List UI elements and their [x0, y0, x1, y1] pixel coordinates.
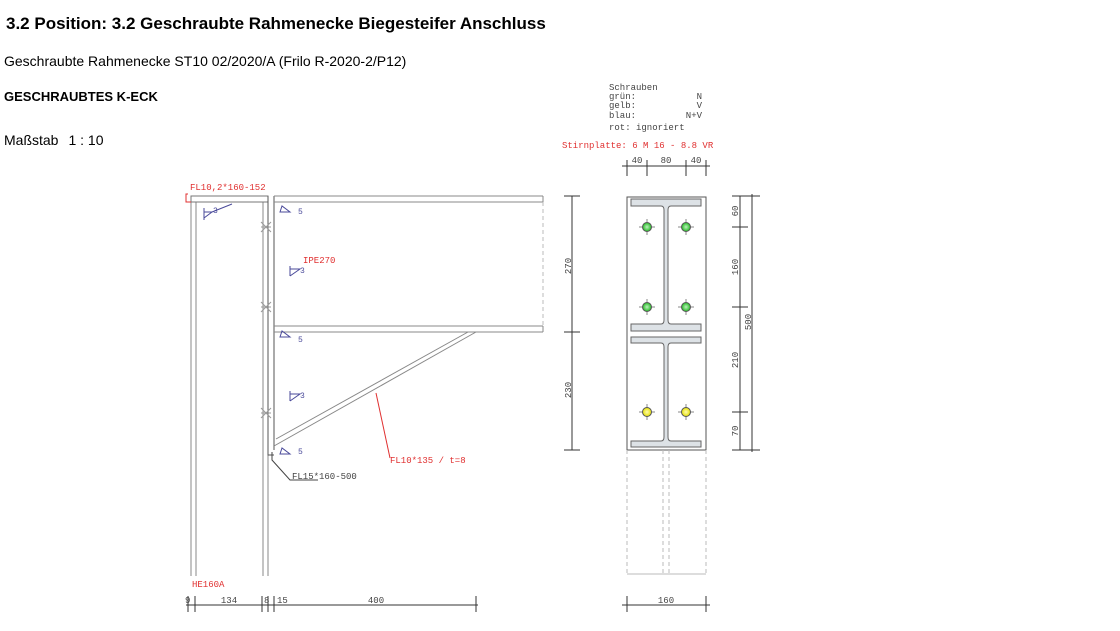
legend-yellow-label: gelb:	[609, 101, 636, 111]
weld-label-top: 3	[213, 207, 218, 216]
weld-label-3b: 3	[300, 392, 305, 401]
bolt-yellow-2	[678, 404, 694, 420]
bolt-green-2	[678, 219, 694, 235]
weld-label-3a: 3	[300, 267, 305, 276]
dim-r-70: 70	[731, 426, 741, 437]
dim-r-160: 160	[731, 259, 741, 275]
top-flange-plate	[190, 195, 269, 203]
section-heading: GESCHRAUBTES K-ECK	[4, 89, 158, 104]
column-he160a	[190, 198, 269, 576]
legend-green-label: grün:	[609, 92, 636, 102]
plate-right-dims	[732, 194, 760, 452]
label-stiffener: FL10*135 / t=8	[390, 456, 466, 466]
label-end-plate: FL15*160-500	[292, 472, 357, 482]
legend-blue-label: blau:	[609, 111, 636, 121]
page-title: 3.2 Position: 3.2 Geschraubte Rahmenecke…	[6, 14, 546, 33]
dim-top-40a: 40	[632, 156, 643, 166]
legend-blue-value: N+V	[686, 111, 703, 121]
dim-r-210: 210	[731, 352, 741, 368]
label-beam: IPE270	[303, 256, 335, 266]
dim-134: 134	[221, 596, 237, 606]
haunch-section-lower	[630, 336, 702, 448]
scale-line: Maßstab 1 : 10	[4, 132, 114, 148]
dim-8: 8	[264, 596, 269, 606]
dim-230: 230	[564, 382, 574, 398]
plate-spec: Stirnplatte: 6 M 16 - 8.8 VR	[562, 141, 714, 151]
dim-r-60: 60	[731, 206, 741, 217]
dim-r-500: 500	[744, 314, 754, 330]
end-plate-view	[626, 196, 707, 575]
top-plate-leader	[185, 193, 191, 203]
label-column: HE160A	[192, 580, 225, 590]
legend-ignored: rot: ignoriert	[609, 123, 685, 133]
subtitle: Geschraubte Rahmenecke ST10 02/2020/A (F…	[4, 53, 407, 69]
beam-ipe270	[274, 195, 544, 333]
bolts-end-plate	[639, 219, 694, 420]
scale-label: Maßstab	[4, 132, 59, 148]
end-plate-leader	[271, 452, 318, 481]
plate-top-dims	[622, 160, 710, 176]
legend-title: Schrauben	[609, 83, 658, 93]
side-vertical-dims	[564, 195, 580, 451]
dim-top-40b: 40	[691, 156, 702, 166]
beam-section-upper	[630, 198, 702, 332]
dim-270: 270	[564, 258, 574, 274]
bolt-green-1	[639, 219, 655, 235]
dim-bottom-160: 160	[658, 596, 674, 606]
side-horizontal-dims	[186, 596, 478, 612]
legend-yellow-value: V	[697, 101, 703, 111]
dim-top-80: 80	[661, 156, 672, 166]
legend-green-value: N	[697, 92, 702, 102]
weld-label-5c: 5	[298, 448, 303, 457]
bolt-yellow-1	[639, 404, 655, 420]
side-view	[185, 193, 544, 576]
stiffener-leader	[375, 392, 391, 459]
bolt-green-4	[678, 299, 694, 315]
weld-label-5a: 5	[298, 208, 303, 217]
haunch-flange-top	[275, 331, 469, 440]
dim-9: 9	[185, 596, 190, 606]
scale-value: 1 : 10	[68, 132, 104, 148]
bolt-green-3	[639, 299, 655, 315]
bolt-crosses-side	[260, 221, 272, 419]
label-flange-plate: FL10,2*160-152	[190, 183, 266, 193]
dim-15: 15	[277, 596, 288, 606]
bolt-legend: Schrauben grün: N gelb: V blau: N+V rot:…	[609, 83, 703, 133]
weld-symbols	[203, 203, 302, 455]
haunch-flange-bottom	[273, 331, 477, 447]
weld-label-5b: 5	[298, 336, 303, 345]
dim-400: 400	[368, 596, 384, 606]
plate-bottom-dims	[622, 596, 710, 612]
